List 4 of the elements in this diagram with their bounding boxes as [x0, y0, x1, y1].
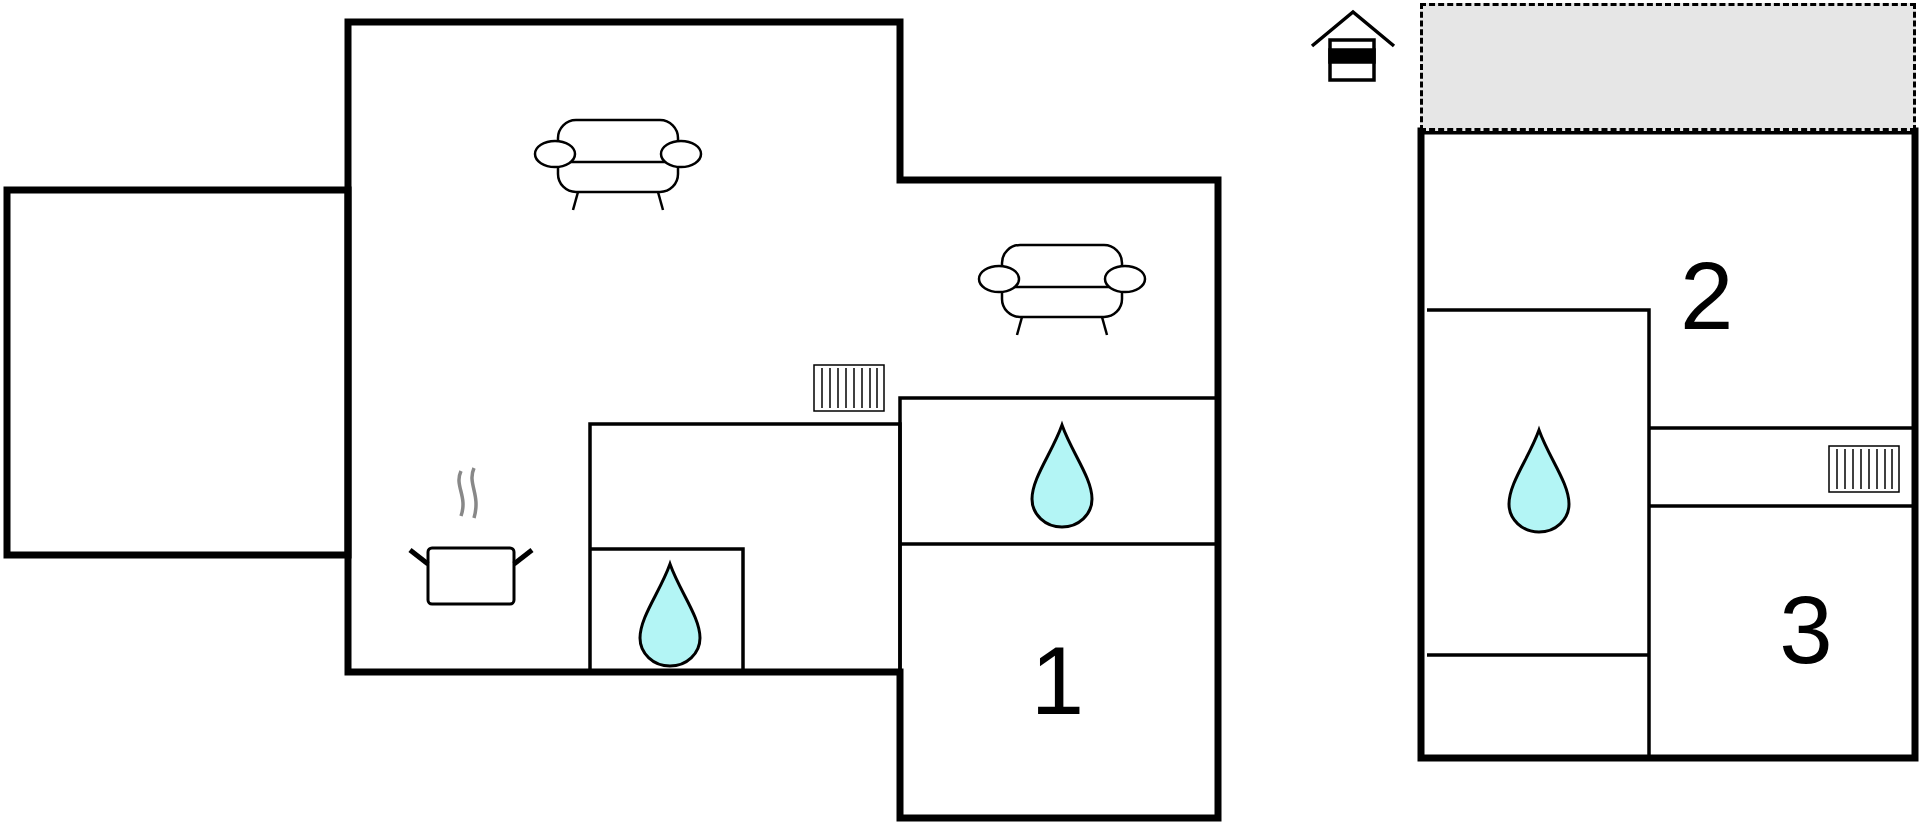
room-number: 2: [1680, 248, 1734, 344]
room-number: 3: [1779, 582, 1833, 678]
room-number: 1: [1030, 633, 1085, 729]
dashed-area: [1420, 3, 1916, 131]
